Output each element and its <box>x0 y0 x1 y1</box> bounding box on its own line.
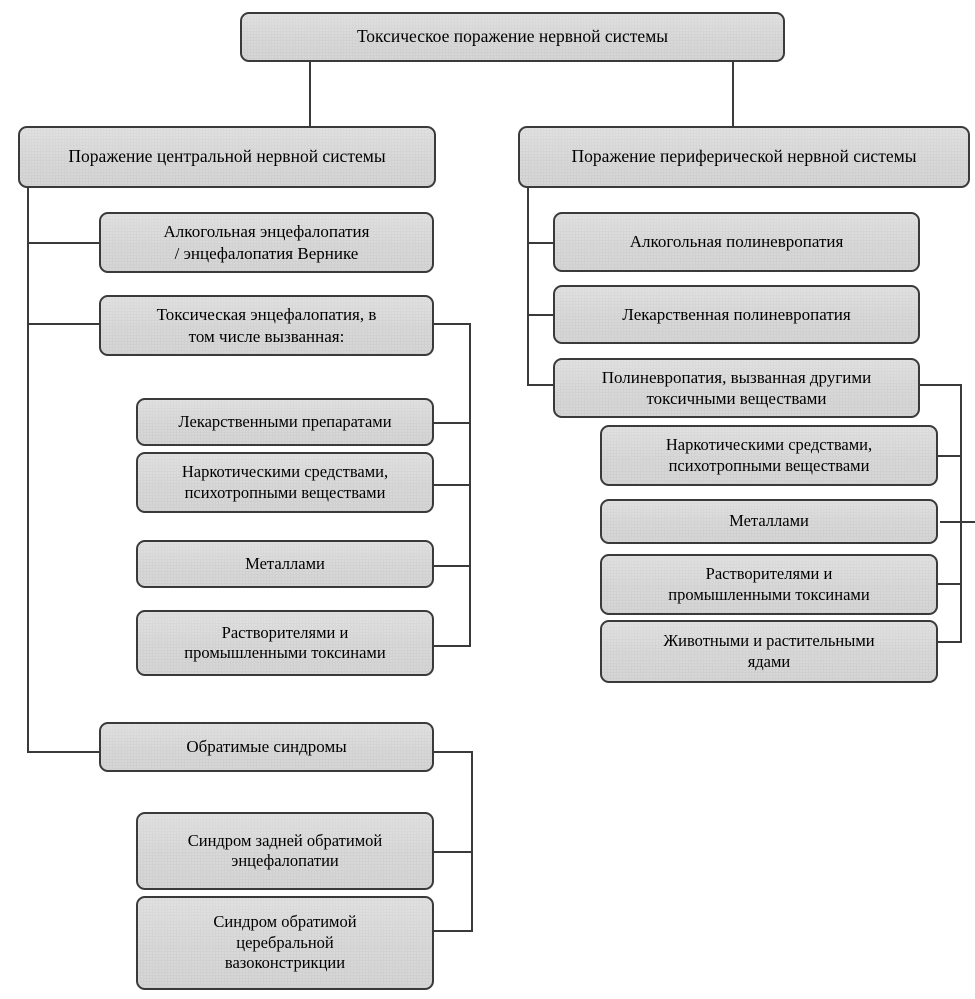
node-pns-alcohol-poly[interactable]: Алкогольная полиневропатия <box>553 212 920 272</box>
connector-cns-stub-1 <box>27 242 101 244</box>
node-cns-rcvs[interactable]: Синдром обратимой церебральной вазоконст… <box>136 896 434 990</box>
connector-toxenc-stub-1 <box>433 422 471 424</box>
connector-cns-stub-2 <box>27 323 101 325</box>
node-pns-bio-poisons[interactable]: Животными и растительными ядами <box>600 620 938 683</box>
connector-root-to-cns <box>309 62 311 126</box>
node-cns-alcohol-enceph[interactable]: Алкогольная энцефалопатия / энцефалопати… <box>99 212 434 273</box>
connector-pnstox-out <box>920 384 962 386</box>
connector-pns-stub-1 <box>527 242 555 244</box>
node-pns-other-toxic-poly[interactable]: Полиневропатия, вызванная другими токсич… <box>553 358 920 418</box>
node-branch-pns[interactable]: Поражение периферической нервной системы <box>518 126 970 188</box>
node-cns-toxic-metals[interactable]: Металлами <box>136 540 434 588</box>
connector-toxenc-stub-2 <box>433 484 471 486</box>
connector-revsyn-bus <box>471 751 473 932</box>
node-cns-toxic-drugs[interactable]: Лекарственными препаратами <box>136 398 434 446</box>
connector-cns-stub-3 <box>27 751 101 753</box>
connector-revsyn-stub-2 <box>433 930 473 932</box>
connector-pns-bus <box>527 188 529 386</box>
connector-cns-bus <box>27 188 29 753</box>
node-cns-toxic-narcotics[interactable]: Наркотическими средствами, психотропными… <box>136 452 434 513</box>
node-cns-toxic-solvents[interactable]: Растворителями и промышленными токсинами <box>136 610 434 676</box>
connector-toxenc-stub-3 <box>433 565 471 567</box>
connector-pnstox-stub-1 <box>936 455 962 457</box>
connector-pns-stub-3 <box>527 384 555 386</box>
connector-pnstox-bus <box>960 384 962 642</box>
node-pns-metals[interactable]: Металлами <box>600 499 938 544</box>
connector-root-to-pns <box>732 62 734 126</box>
connector-pns-stub-2 <box>527 314 555 316</box>
connector-revsyn-out <box>433 751 473 753</box>
connector-pnstox-stub-4 <box>936 641 962 643</box>
connector-revsyn-stub-1 <box>433 851 473 853</box>
node-root[interactable]: Токсическое поражение нервной системы <box>240 12 785 62</box>
node-cns-toxic-enceph[interactable]: Токсическая энцефалопатия, в том числе в… <box>99 295 434 356</box>
node-branch-cns[interactable]: Поражение центральной нервной системы <box>18 126 436 188</box>
connector-pnstox-stub-2 <box>940 521 975 523</box>
connector-pnstox-stub-3 <box>936 583 962 585</box>
node-pns-solvents[interactable]: Растворителями и промышленными токсинами <box>600 554 938 615</box>
connector-toxenc-out <box>433 323 471 325</box>
node-pns-narcotics[interactable]: Наркотическими средствами, психотропными… <box>600 425 938 486</box>
node-cns-pres[interactable]: Синдром задней обратимой энцефалопатии <box>136 812 434 890</box>
connector-toxenc-stub-4 <box>433 645 471 647</box>
node-pns-drug-poly[interactable]: Лекарственная полиневропатия <box>553 285 920 344</box>
node-cns-reversible[interactable]: Обратимые синдромы <box>99 722 434 772</box>
